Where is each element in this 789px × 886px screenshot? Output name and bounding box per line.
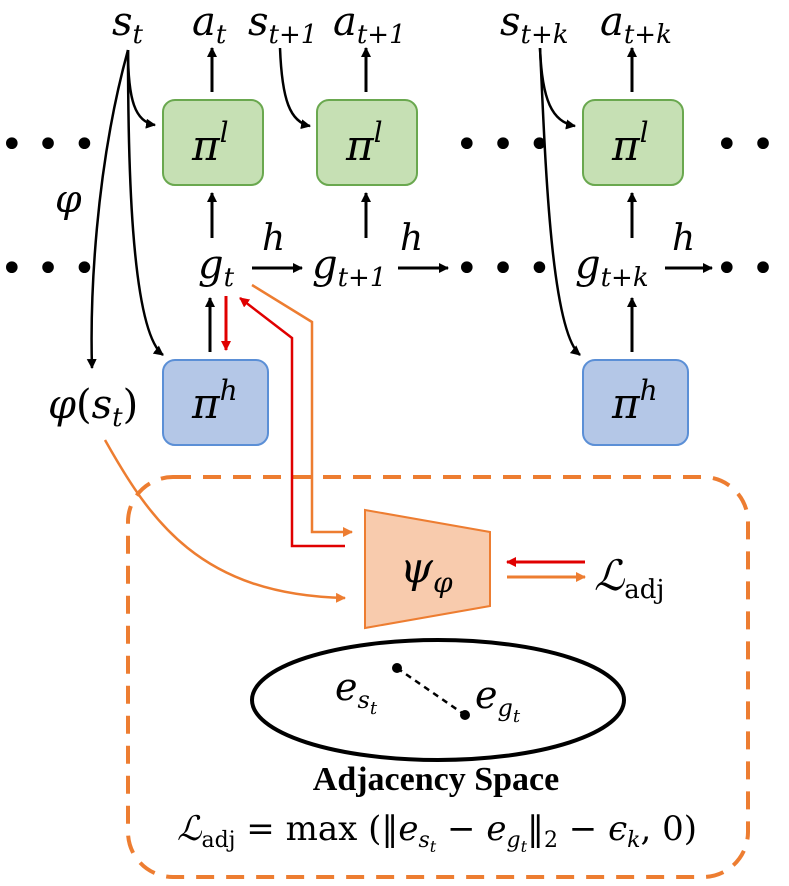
svg-text:ψφ: ψφ [400,543,453,599]
svg-text:πl: πl [611,116,649,170]
state-s-t-plus-1: st+1 [248,0,317,50]
goal-to-network-orange-line [251,283,353,537]
adjacency-space-ellipse [250,638,626,762]
goal-g-t-plus-k: gt+k [575,242,649,293]
high-level-policy-box-1: πh [162,359,269,446]
svg-text:πl: πl [191,116,229,170]
adjacency-loss-formula: ℒadj = max (‖est − egt‖2 − ϵk, 0) [177,809,697,856]
state-to-high-policy-curve-1 [126,49,164,356]
ellipsis-row1-mid: • • • [455,122,551,168]
state-to-embedding-curve [86,49,130,369]
transition-h-1: h [262,218,285,259]
embedding-function-phi: φ [55,177,82,221]
action-a-t-plus-1: at+1 [333,0,406,50]
adjacency-space-title: Adjacency Space [313,761,559,798]
action-a-t: at [192,0,227,50]
embedded-state-to-network-curve [103,439,346,603]
ellipsis-row2-mid: • • • [455,246,551,292]
state-embedding-point [392,663,402,673]
action-a-t-plus-k: at+k [600,0,672,50]
ellipsis-row2-left: • • • [0,246,96,292]
adjacency-network-psi: ψφ [364,508,491,630]
ellipsis-row1-left: • • • [0,122,96,168]
embedded-state-phi-s-t: φ(st) [48,382,138,433]
svg-text:πh: πh [191,374,238,428]
low-level-policy-box-1: πl [162,99,264,186]
low-level-policy-box-3: πl [582,99,684,186]
svg-text:πh: πh [611,374,658,428]
network-to-goal-red-line [239,297,345,548]
ellipsis-row1-right: • • • [715,122,789,168]
goal-g-t: gt [198,242,235,293]
goal-embedding-point [460,710,470,720]
goal-g-t-plus-1: gt+1 [312,242,386,293]
transition-h-2: h [400,218,423,259]
state-s-t: st [112,0,144,50]
state-embedding-e-s-t: est [335,665,378,719]
transition-h-3: h [672,218,695,259]
state-to-low-policy-curve-3 [538,47,576,130]
state-s-t-plus-k: st+k [500,0,569,50]
adjacency-loss-label: ℒadj [594,551,664,605]
state-to-low-policy-curve-2 [278,47,311,130]
embedding-distance-line [396,666,466,717]
ellipsis-row2-right: • • • [715,246,789,292]
goal-embedding-e-g-t: egt [475,673,521,727]
low-level-policy-box-2: πl [316,99,418,186]
svg-text:πl: πl [345,116,383,170]
high-level-policy-box-2: πh [582,359,689,446]
state-to-high-policy-curve-2 [538,47,581,356]
state-to-low-policy-curve-1 [126,49,156,129]
adjacency-space-region [126,475,750,879]
